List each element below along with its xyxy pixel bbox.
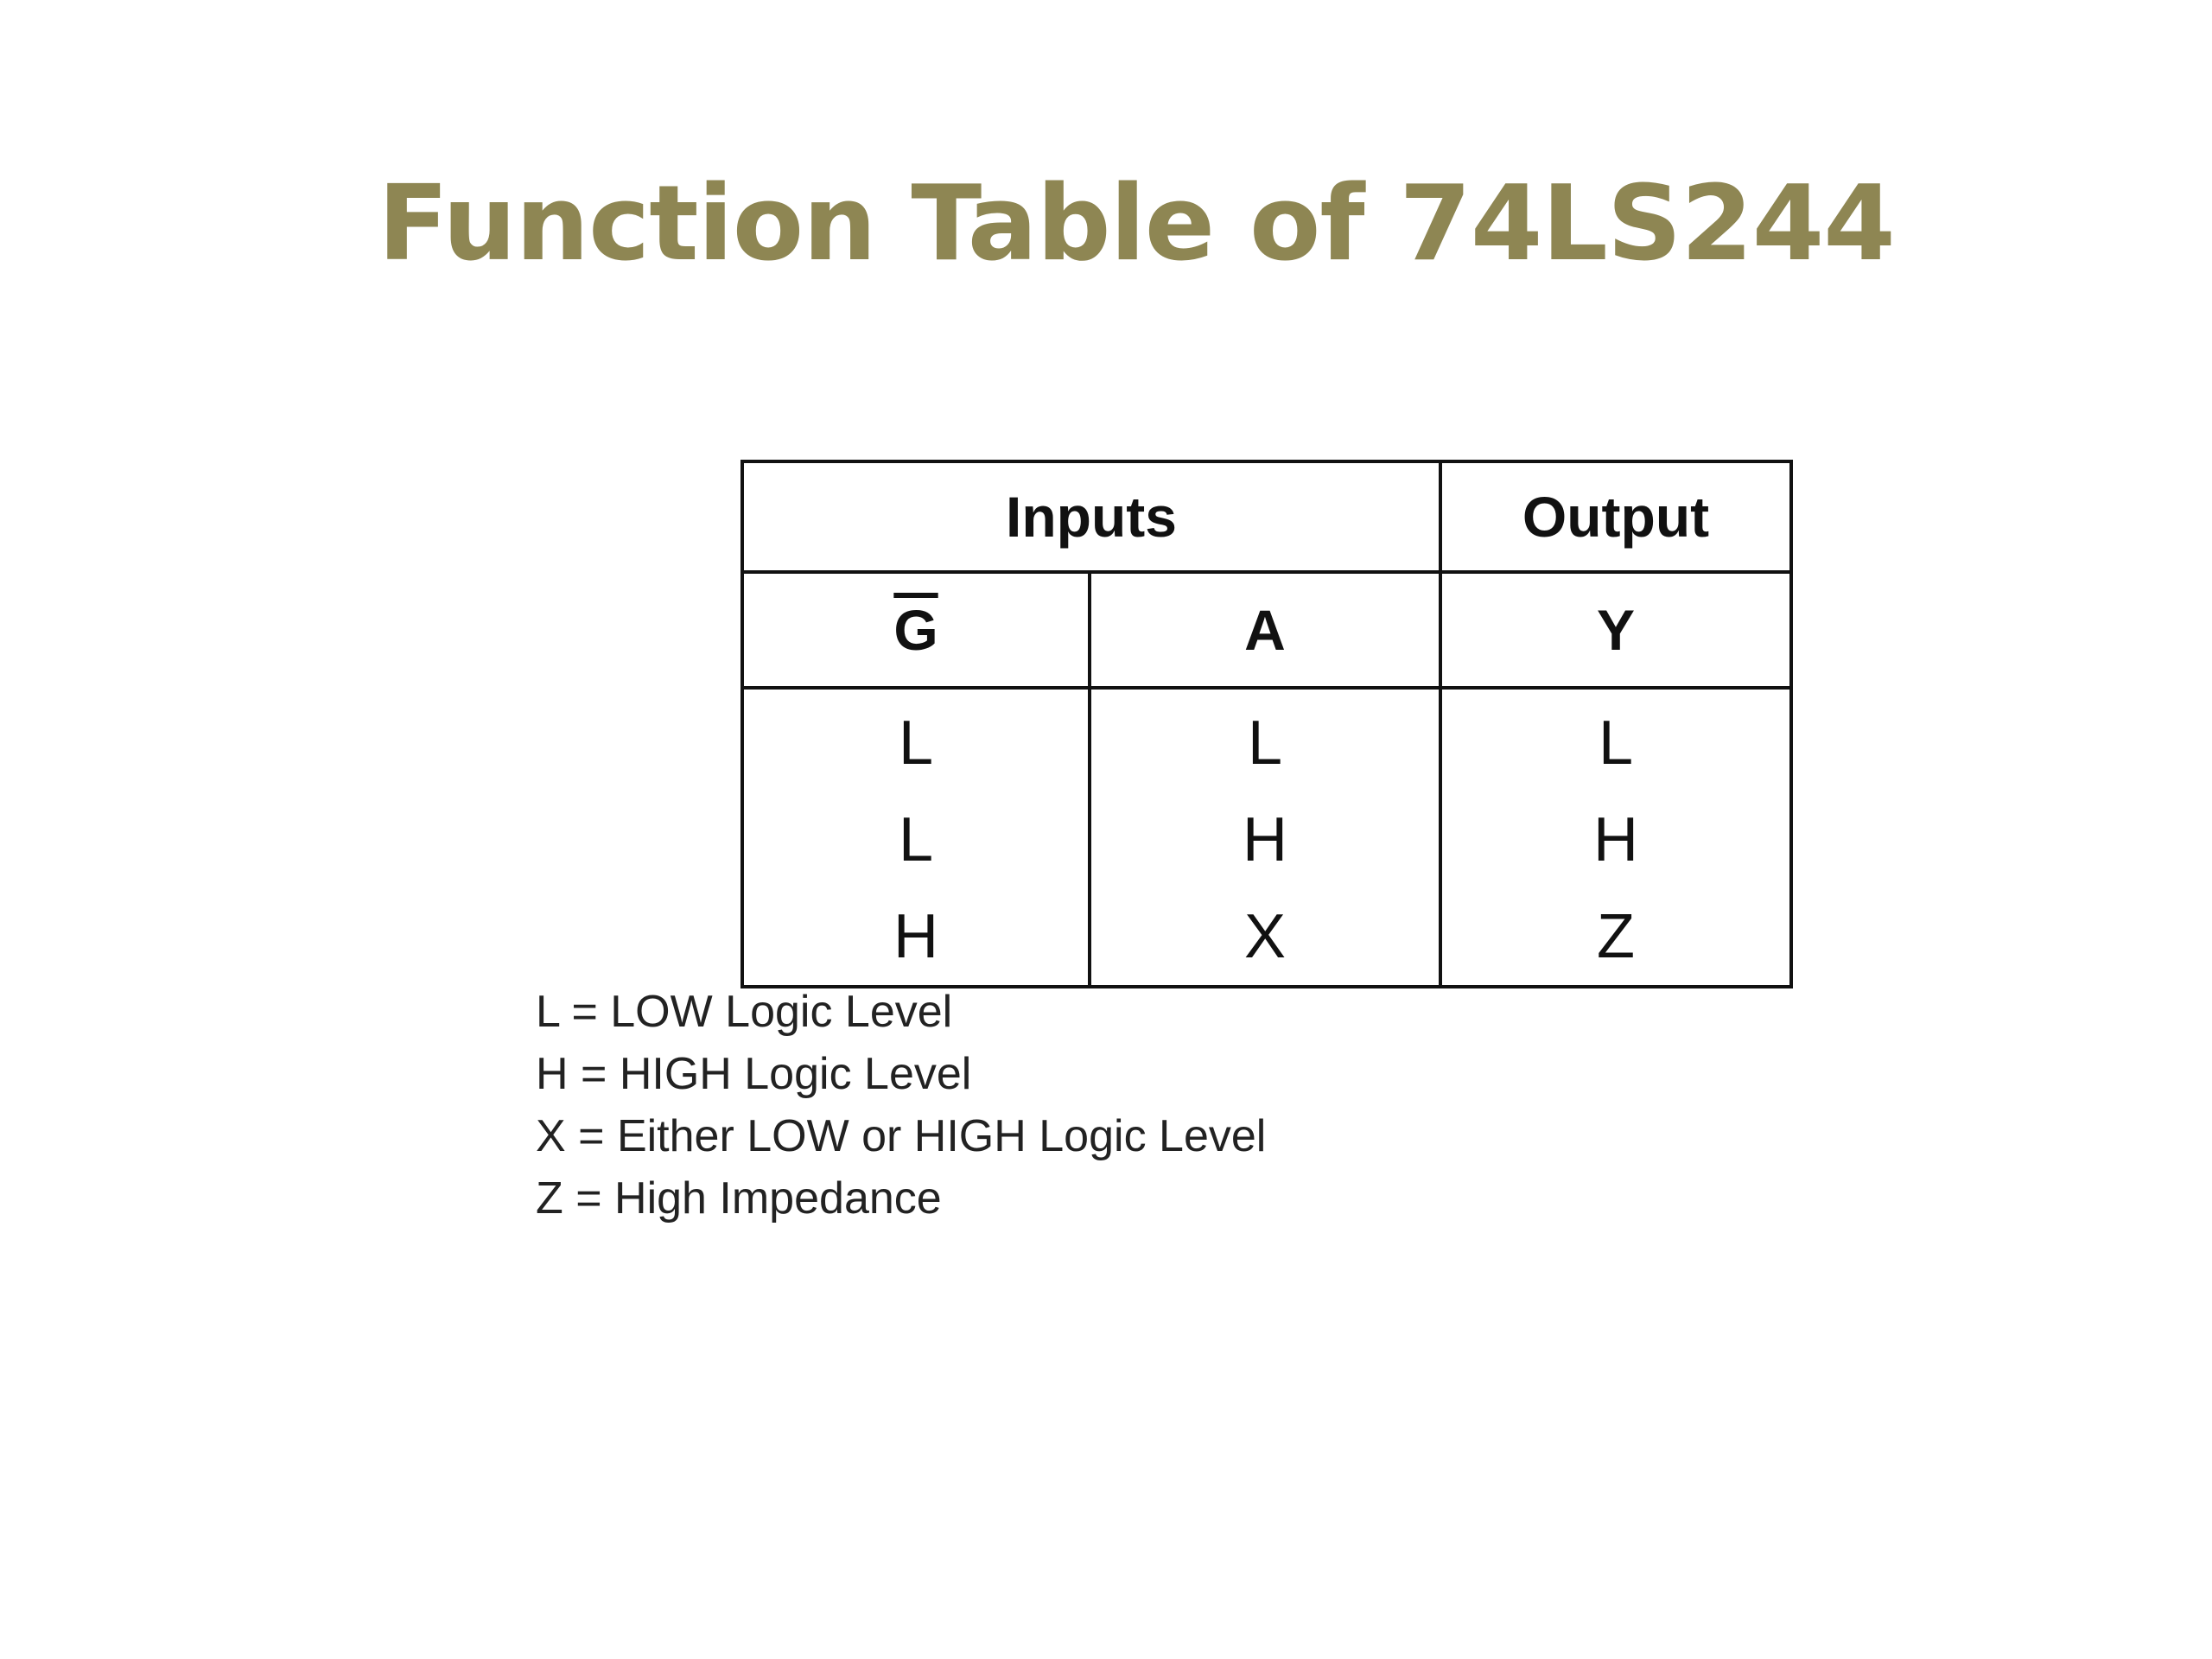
cell-g: L: [741, 791, 1091, 888]
cell-g: L: [741, 688, 1091, 791]
g-bar-label: G: [893, 598, 938, 662]
slide-title: Function Table of 74LS244: [378, 164, 1896, 284]
group-header-row: Inputs Output: [741, 460, 1793, 574]
table-row: L H H: [741, 791, 1793, 888]
column-header-y: Y: [1439, 570, 1793, 690]
table-row: L L L: [741, 688, 1793, 791]
cell-y: L: [1439, 688, 1793, 791]
column-header-a: A: [1088, 570, 1442, 690]
legend-item-either: X = Either LOW or HIGH Logic Level: [536, 1111, 1267, 1161]
column-header-g: G: [741, 570, 1091, 690]
function-table: Inputs Output G A Y L L L L H H H X Z: [741, 460, 1793, 988]
cell-a: X: [1088, 888, 1442, 988]
cell-g: H: [741, 888, 1091, 988]
legend: L = LOW Logic Level H = HIGH Logic Level…: [536, 981, 1266, 1230]
output-header: Output: [1439, 460, 1793, 574]
cell-a: H: [1088, 791, 1442, 888]
table-row: H X Z: [741, 888, 1793, 988]
column-header-row: G A Y: [741, 570, 1793, 690]
cell-a: L: [1088, 688, 1442, 791]
inputs-header: Inputs: [741, 460, 1442, 574]
cell-y: Z: [1439, 888, 1793, 988]
legend-item-high: H = HIGH Logic Level: [536, 1049, 972, 1099]
cell-y: H: [1439, 791, 1793, 888]
legend-item-low: L = LOW Logic Level: [536, 987, 953, 1037]
legend-item-high-impedance: Z = High Impedance: [536, 1173, 942, 1224]
